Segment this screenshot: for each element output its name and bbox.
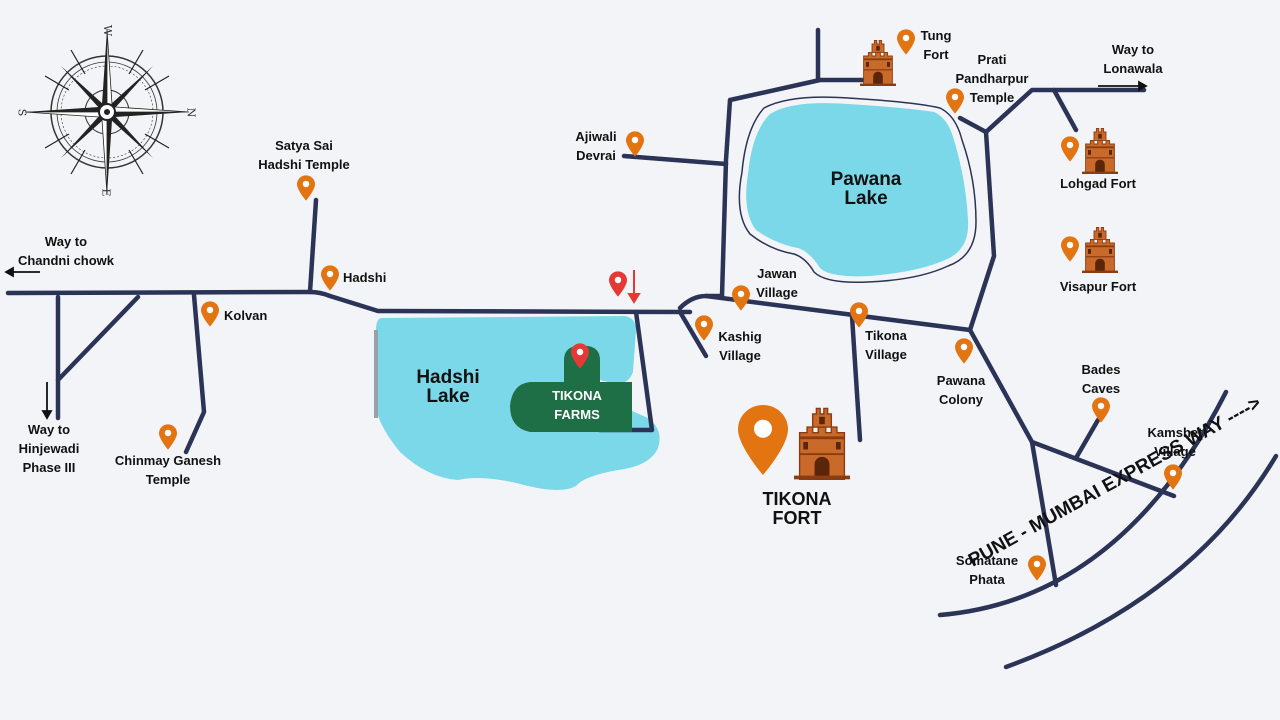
kashig-pin-icon[interactable] xyxy=(695,315,713,341)
pawana-colony-pin-icon[interactable] xyxy=(955,338,973,364)
tung-pin-icon[interactable] xyxy=(897,29,915,55)
road-marker-pin-icon[interactable] xyxy=(609,271,627,297)
down-arrow-icon xyxy=(627,270,641,304)
compass-rose-icon xyxy=(24,29,190,195)
tikona-fort-pin-icon[interactable] xyxy=(738,405,788,475)
compass-letter-right: N xyxy=(184,107,198,118)
chinmay-pin-icon[interactable] xyxy=(159,424,177,450)
tung-fort-castle-icon xyxy=(860,39,896,86)
visapur-fort-castle-icon xyxy=(1082,226,1118,273)
kolvan-label: Kolvan xyxy=(224,308,268,323)
expressway-curve-inner xyxy=(1003,453,1279,670)
lohgad-pin-icon[interactable] xyxy=(1061,136,1079,162)
bades-pin-icon[interactable] xyxy=(1092,397,1110,423)
visapur-pin-icon[interactable] xyxy=(1061,236,1079,262)
lohgad-fort-castle-icon xyxy=(1082,127,1118,174)
direction-arrows xyxy=(4,80,1148,420)
kolvan-pin-icon[interactable] xyxy=(201,301,219,327)
tikona-fort-castle-icon xyxy=(794,407,850,480)
compass-letter-top: W xyxy=(101,24,115,37)
hadshi-pin-icon[interactable] xyxy=(321,265,339,291)
hadshi-label: Hadshi xyxy=(343,270,387,285)
compass-letter-left: S xyxy=(15,108,29,117)
road-pawana-east xyxy=(957,115,997,333)
expressway-curve-outer xyxy=(937,389,1229,618)
road-pawana-west xyxy=(719,77,883,299)
pawana-lake-shore xyxy=(738,96,977,284)
compass-letter-bottom: E xyxy=(99,188,113,197)
road-network xyxy=(5,27,1177,588)
pawana-lake xyxy=(746,103,969,277)
tikona-farm-block xyxy=(510,346,632,432)
somatane-pin-icon[interactable] xyxy=(1028,555,1046,581)
satya-sai-pin-icon[interactable] xyxy=(297,175,315,201)
road-main-west xyxy=(5,289,693,315)
ajiwali-pin-icon[interactable] xyxy=(626,131,644,157)
lohgad-fort-label: Lohgad Fort xyxy=(1060,176,1136,191)
visapur-fort-label: Visapur Fort xyxy=(1059,279,1137,294)
